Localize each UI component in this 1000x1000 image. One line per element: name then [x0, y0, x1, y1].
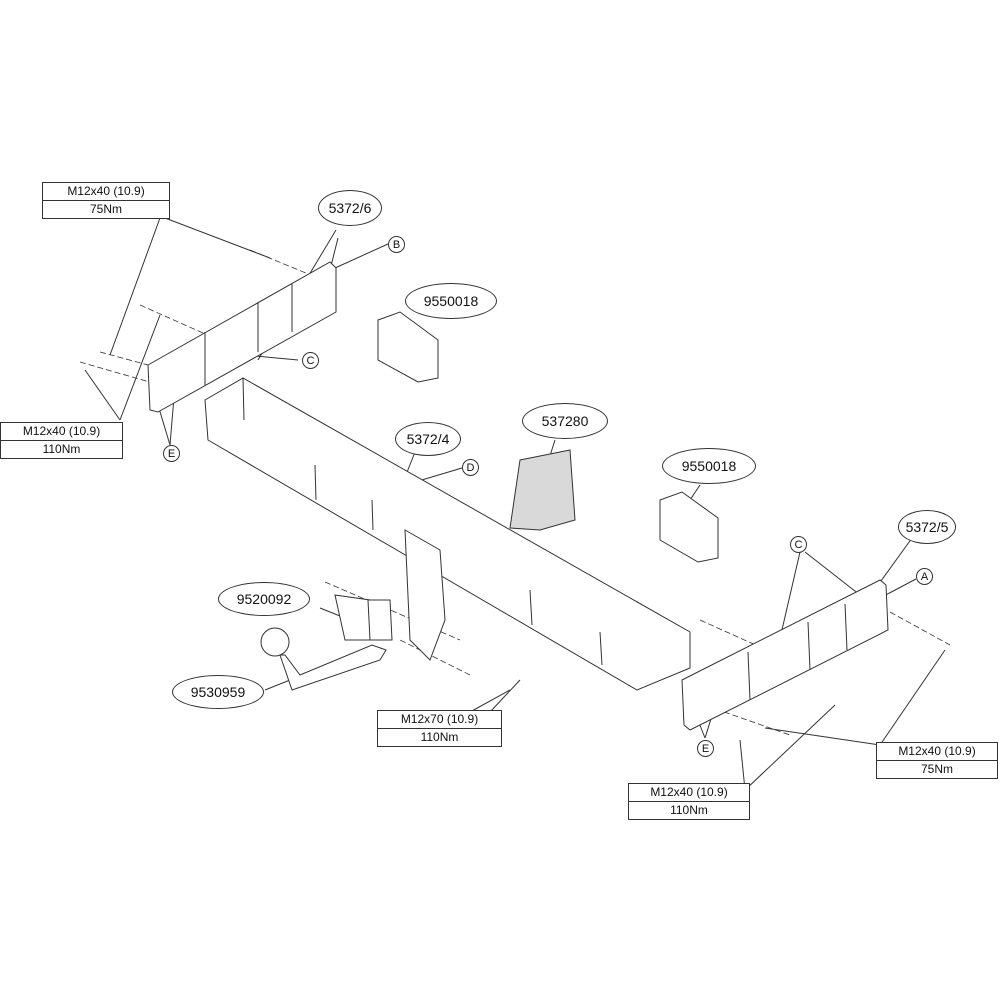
- spec-box-right: M12x40 (10.9) 75Nm: [876, 742, 998, 779]
- right-bracket-shape: [681, 579, 889, 731]
- tow-ball-shape: [260, 594, 393, 691]
- part-label-bracket-kit: 537280: [522, 403, 608, 439]
- marker-a: A: [916, 568, 933, 585]
- bolt-spec: M12x40 (10.9): [877, 743, 997, 761]
- left-bracket-shape: [147, 261, 337, 413]
- torque-spec: 110Nm: [670, 803, 708, 817]
- marker-e-right: E: [697, 740, 714, 757]
- marker-b: B: [388, 236, 405, 253]
- spec-box-top-left: M12x40 (10.9) 75Nm: [42, 182, 170, 219]
- cross-bar-shape: [204, 377, 691, 691]
- torque-spec: 110Nm: [420, 730, 459, 744]
- bolt-spec: M12x70 (10.9): [378, 711, 501, 729]
- marker-c-left: C: [302, 352, 319, 369]
- bolt-spec: M12x40 (10.9): [1, 423, 122, 441]
- part-label-cross-bar: 5372/4: [395, 422, 461, 456]
- part-label-right-bracket: 5372/5: [898, 510, 956, 544]
- part-label-left-bracket: 5372/6: [318, 190, 382, 226]
- spec-box-mid-left: M12x40 (10.9) 110Nm: [0, 422, 123, 459]
- spacer-blocks: [377, 311, 719, 563]
- torque-spec: 75Nm: [89, 202, 122, 216]
- marker-c-right: C: [790, 536, 807, 553]
- torque-spec: 75Nm: [920, 762, 953, 776]
- spec-box-center: M12x70 (10.9) 110Nm: [377, 710, 502, 747]
- marker-d: D: [462, 459, 479, 476]
- torque-spec: 110Nm: [42, 442, 81, 456]
- spec-box-bottom-right: M12x40 (10.9) 110Nm: [628, 783, 750, 820]
- bolt-spec: M12x40 (10.9): [629, 784, 749, 802]
- part-label-socket-plate: 9520092: [218, 582, 310, 616]
- bracket-kit-shape: [509, 449, 576, 531]
- part-label-spacer-left: 9550018: [405, 283, 497, 319]
- bolt-spec: M12x40 (10.9): [43, 183, 169, 201]
- part-label-tow-ball: 9530959: [172, 675, 264, 709]
- part-label-spacer-right: 9550018: [662, 448, 756, 484]
- marker-e-left: E: [163, 445, 180, 462]
